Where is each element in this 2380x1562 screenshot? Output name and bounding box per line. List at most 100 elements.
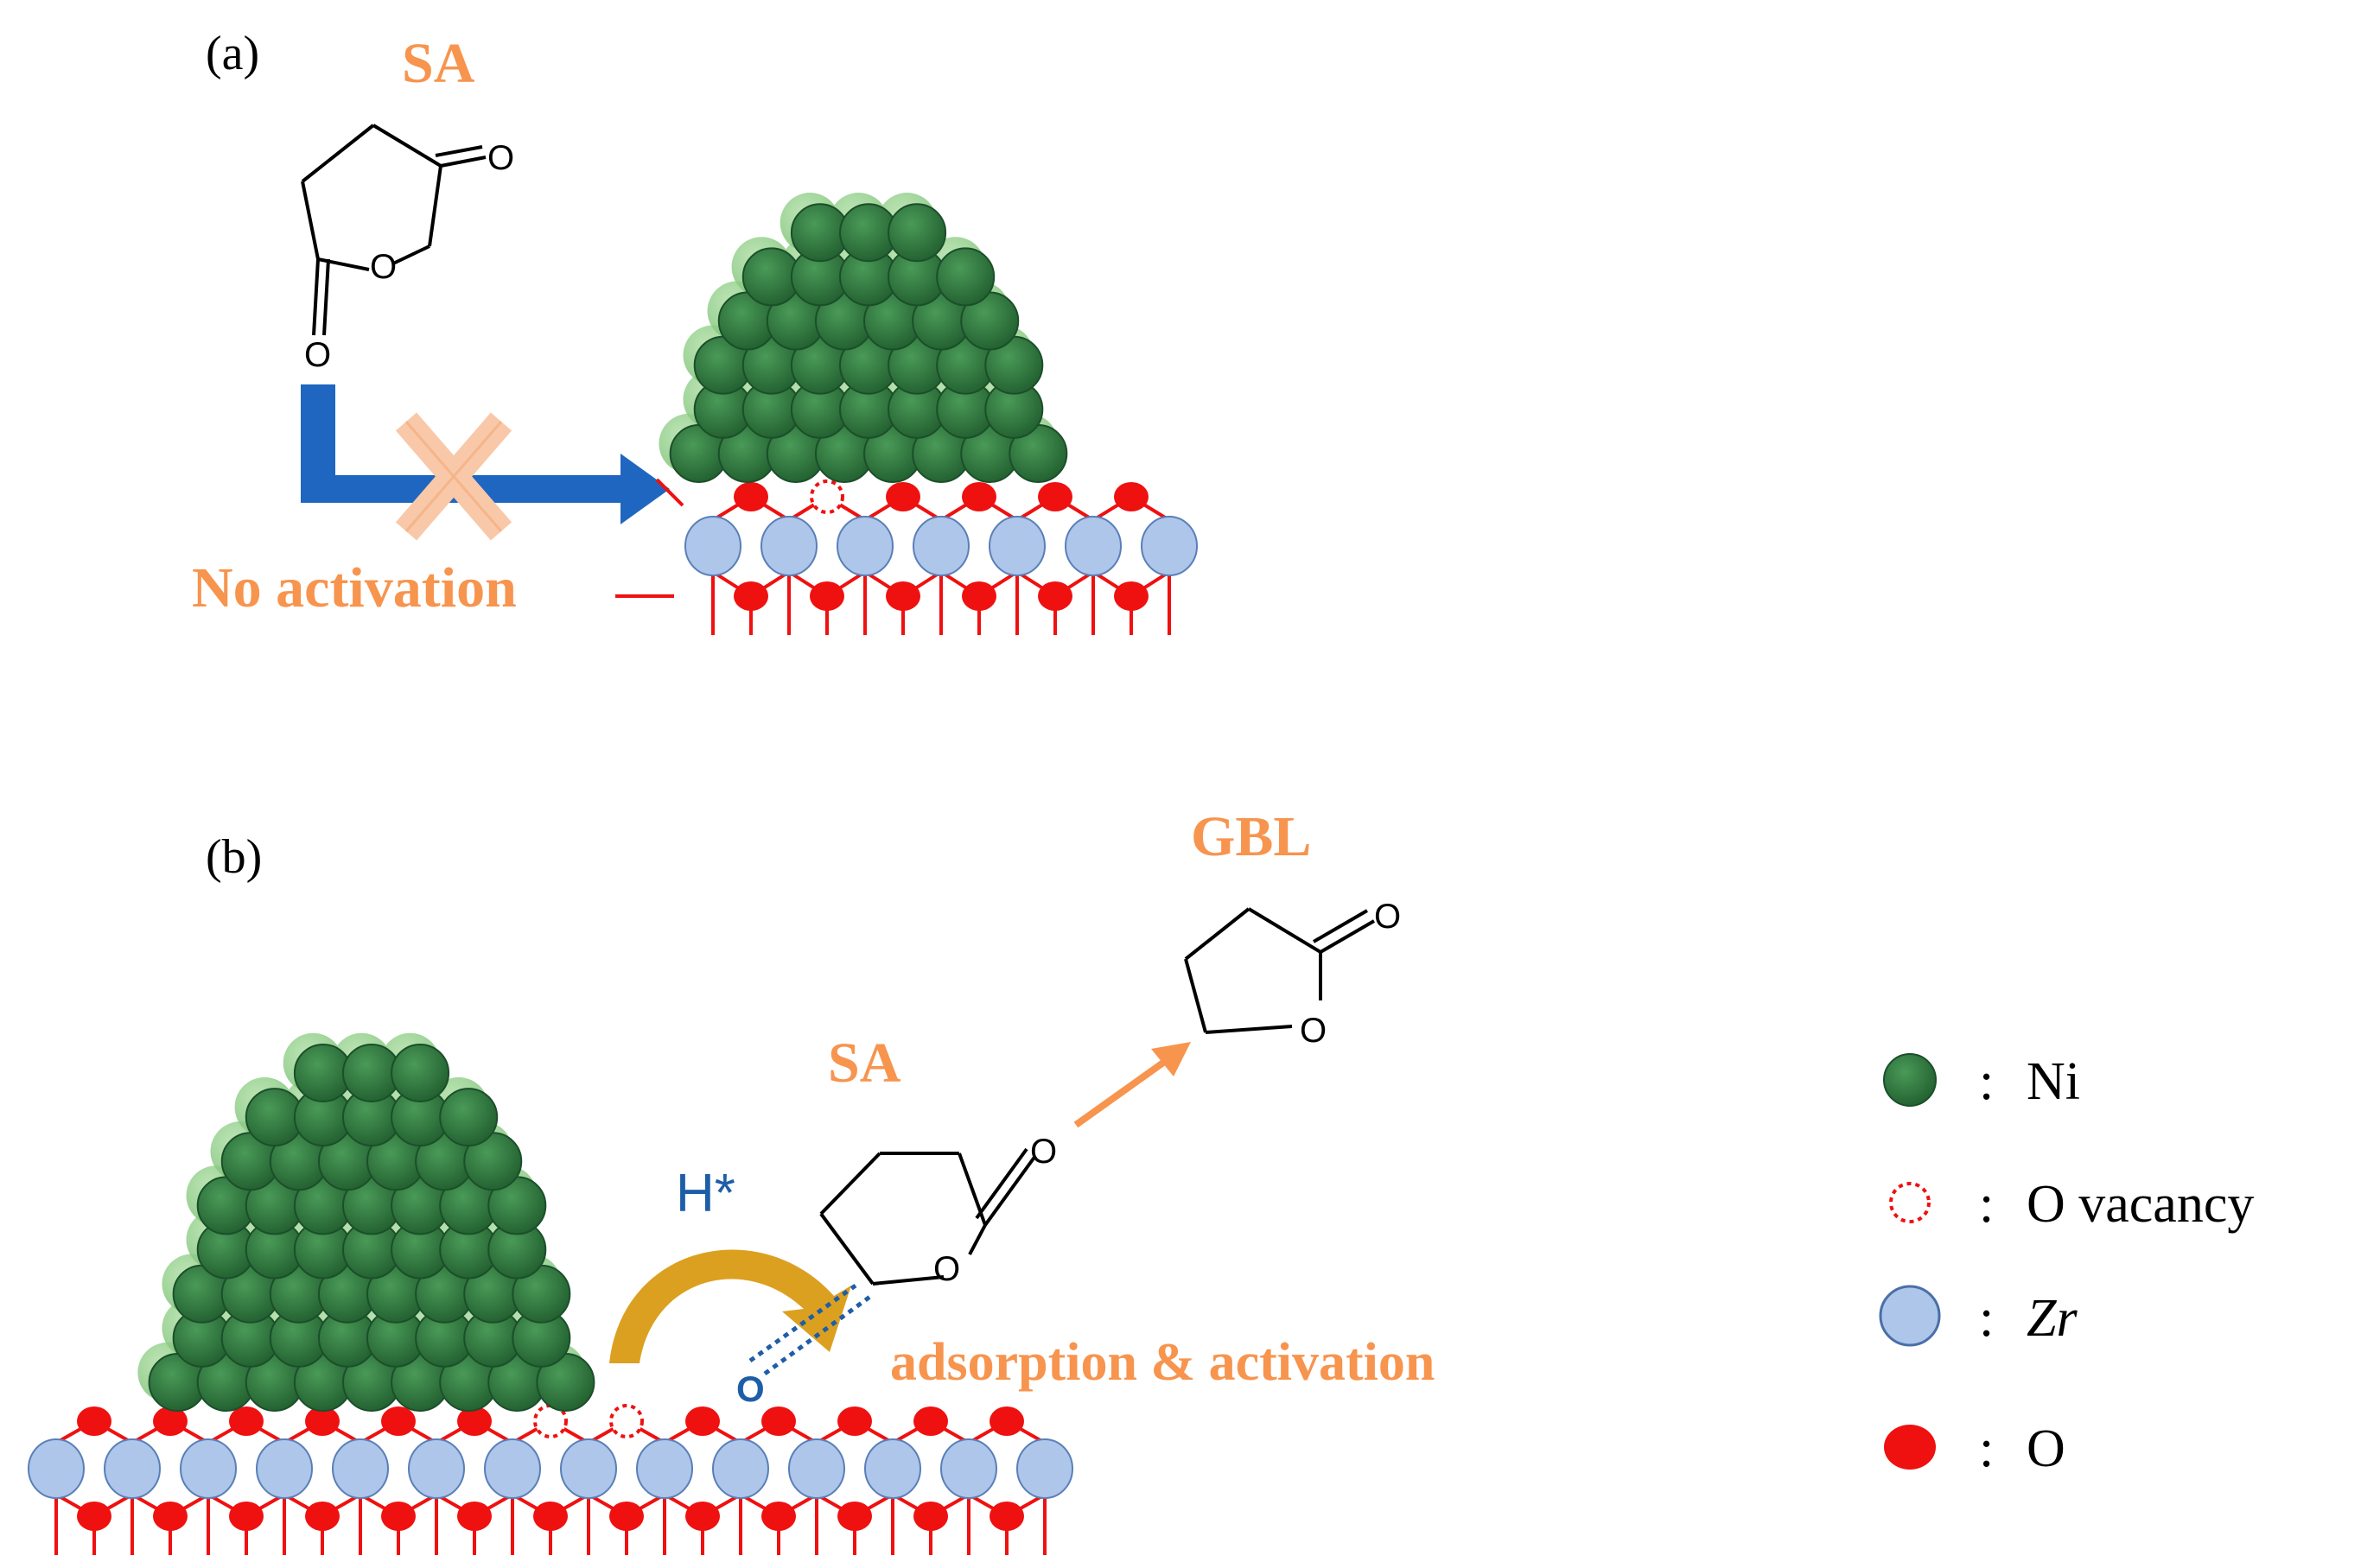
- o-vacancy-icon: [1889, 1182, 1931, 1223]
- o-atom: [229, 1406, 264, 1436]
- legend-label-o: O: [2027, 1419, 2065, 1478]
- o-vacancy: [609, 1404, 644, 1438]
- o-atom: [457, 1502, 492, 1531]
- o-atom: [1038, 581, 1072, 611]
- ni-atom: [439, 1088, 499, 1147]
- zr-atom: [484, 1438, 541, 1499]
- o-atom: [153, 1502, 188, 1531]
- o-atom: [305, 1406, 340, 1436]
- ni-atom: [936, 247, 996, 307]
- o-atom: [962, 581, 996, 611]
- zr-atom: [1016, 1438, 1073, 1499]
- gbl-structure: [1184, 907, 1376, 1034]
- panel-b: (b) H* O O SA O GBL: [28, 805, 1435, 1555]
- sa-label-a: SA: [402, 32, 475, 95]
- legend-label-vacancy: O vacancy: [2027, 1175, 2254, 1234]
- legend-label-ni: Ni: [2027, 1052, 2080, 1111]
- o-atom: [990, 1502, 1024, 1531]
- zr-atom: [408, 1438, 465, 1499]
- o-atom: [734, 581, 768, 611]
- ni-atom-icon: [1883, 1053, 1937, 1107]
- o-atom: [77, 1406, 111, 1436]
- o-atom: [1114, 482, 1149, 511]
- succinic-anhydride-structure-a: [301, 124, 487, 336]
- o-atom: [305, 1502, 340, 1531]
- o-atom: [457, 1406, 492, 1436]
- ni-atom: [391, 1043, 450, 1102]
- zr-atom: [788, 1438, 845, 1499]
- legend-item-zr: : Zr: [1879, 1285, 2078, 1348]
- o-atom: [77, 1502, 111, 1531]
- zr-atom: [636, 1438, 693, 1499]
- o-atom: [533, 1502, 568, 1531]
- lattice-bond: [655, 478, 684, 507]
- adsorbed-sa-structure: [819, 1147, 1037, 1286]
- adsorption-bonds: [748, 1283, 873, 1376]
- blocked-arrow: [301, 384, 670, 524]
- hydrogen-spillover-arrow: [609, 1249, 851, 1363]
- o-atom-icon: [1884, 1425, 1936, 1470]
- atom-o-gbl-carbonyl: O: [1374, 898, 1401, 936]
- gbl-label: GBL: [1191, 805, 1311, 868]
- legend-separator: :: [1979, 1175, 1994, 1234]
- o-atom: [962, 482, 996, 511]
- zr-atom: [28, 1438, 85, 1499]
- zr-atom: [256, 1438, 313, 1499]
- legend-separator: :: [1979, 1419, 1994, 1478]
- o-atom: [1038, 482, 1072, 511]
- o-atom: [381, 1406, 416, 1436]
- ni-cluster-b: [137, 1032, 595, 1412]
- hydrogen-label: H*: [676, 1164, 735, 1223]
- ni-cluster-a: [659, 193, 1068, 483]
- o-atom: [886, 482, 920, 511]
- zr-atom: [332, 1438, 389, 1499]
- o-atom: [1114, 581, 1149, 611]
- o-atom: [734, 482, 768, 511]
- zr-atom: [712, 1438, 769, 1499]
- o-atom: [913, 1406, 948, 1436]
- zr-atom: [940, 1438, 997, 1499]
- panel-b-label: (b): [206, 830, 262, 884]
- legend-item-ni: : Ni: [1883, 1052, 2080, 1111]
- zro2-surface-b: [28, 1404, 1073, 1555]
- ni-atom: [888, 203, 947, 263]
- o-atom: [837, 1406, 872, 1436]
- adsorption-label: adsorption & activation: [890, 1333, 1435, 1392]
- o-atom: [609, 1502, 644, 1531]
- atom-o-carbonyl-b: O: [1030, 1133, 1057, 1171]
- conversion-arrow: [1073, 1042, 1191, 1128]
- legend-item-vacancy: : O vacancy: [1889, 1175, 2254, 1234]
- panel-a-label: (a): [206, 27, 259, 80]
- zr-atom: [560, 1438, 617, 1499]
- zr-atom: [684, 516, 741, 576]
- o-atom: [685, 1406, 720, 1436]
- o-atom: [990, 1406, 1024, 1436]
- zr-atom: [180, 1438, 237, 1499]
- atom-o-gbl-ring: O: [1300, 1012, 1327, 1050]
- panel-a: (a) SA O O O No activation: [192, 27, 1198, 635]
- legend-separator: :: [1979, 1289, 1994, 1348]
- o-vacancy: [810, 479, 844, 514]
- atom-o-bottom-a: O: [304, 336, 331, 374]
- legend: : Ni : O vacancy : Zr : O: [1879, 1052, 2254, 1478]
- o-atom: [229, 1502, 264, 1531]
- sa-label-b: SA: [828, 1032, 901, 1095]
- o-atom: [913, 1502, 948, 1531]
- atom-o-ring-a: O: [370, 248, 397, 286]
- zr-atom-icon: [1879, 1285, 1941, 1347]
- o-atom: [761, 1406, 796, 1436]
- o-atom: [381, 1502, 416, 1531]
- atom-o-surface-b: O: [736, 1368, 765, 1409]
- o-atom: [810, 581, 844, 611]
- no-activation-label: No activation: [192, 556, 517, 619]
- zr-atom: [760, 516, 818, 576]
- o-atom: [761, 1502, 796, 1531]
- zr-atom: [837, 516, 894, 576]
- o-atom: [685, 1502, 720, 1531]
- zro2-surface-a: [615, 478, 1198, 635]
- zr-atom: [1065, 516, 1122, 576]
- zr-atom: [913, 516, 970, 576]
- zr-atom: [864, 1438, 921, 1499]
- atom-o-ring-b: O: [933, 1250, 960, 1288]
